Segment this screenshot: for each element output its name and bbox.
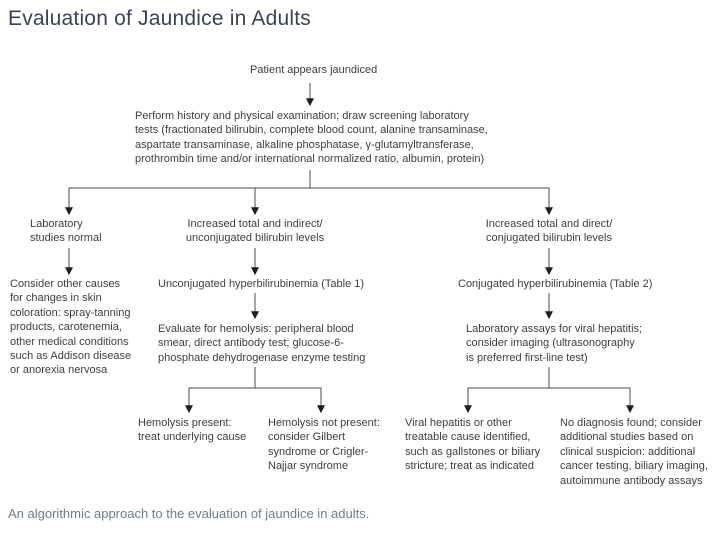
node-conjugated-hyperbilirubinemia: Conjugated hyperbilirubinemia (Table 2) <box>458 278 653 290</box>
node-evaluate-for-hemolysis: Evaluate for hemolysis: peripheral blood… <box>158 323 366 364</box>
node-unconjugated-hyperbilirubinemia: Unconjugated hyperbilirubinemia (Table 1… <box>158 278 365 290</box>
node-increased-indirect-bilirubin: Increased total and indirect/ unconjugat… <box>185 218 325 245</box>
page-title: Evaluation of Jaundice in Adults <box>8 7 311 30</box>
node-patient-appears-jaundiced: Patient appears jaundiced <box>250 64 378 76</box>
node-history-physical-screening-labs: Perform history and physical examination… <box>135 110 488 166</box>
node-increased-direct-bilirubin: Increased total and direct/ conjugated b… <box>485 218 613 245</box>
node-hemolysis-present: Hemolysis present: treat underlying caus… <box>138 417 247 444</box>
node-consider-other-causes: Consider other causes for changes in ski… <box>10 278 132 377</box>
figure-caption: An algorithmic approach to the evaluatio… <box>8 506 370 521</box>
node-treatable-cause-identified: Viral hepatitis or other treatable cause… <box>405 417 541 473</box>
node-no-diagnosis-found: No diagnosis found; consider additional … <box>560 417 708 487</box>
node-laboratory-studies-normal: Laboratory studies normal <box>30 218 102 245</box>
node-hemolysis-not-present: Hemolysis not present: consider Gilbert … <box>268 417 380 473</box>
node-viral-hepatitis-assays: Laboratory assays for viral hepatitis; c… <box>466 323 643 364</box>
